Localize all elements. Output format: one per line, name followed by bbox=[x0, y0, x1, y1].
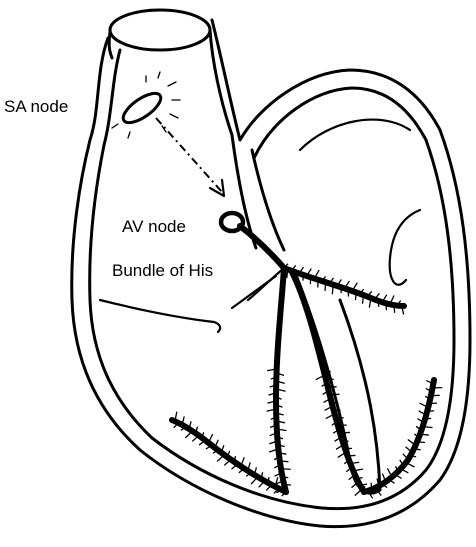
sa-to-av-arrow bbox=[156, 118, 222, 192]
purkinje-hair bbox=[423, 427, 432, 428]
purkinje-hair bbox=[410, 456, 415, 457]
right-atrium-boundary bbox=[100, 300, 220, 332]
aorta-opening bbox=[110, 10, 210, 50]
mitral-valve-flap bbox=[390, 210, 420, 285]
purkinje-hair bbox=[420, 434, 428, 435]
atrial-septum-inner bbox=[252, 150, 284, 250]
purkinje-hair bbox=[425, 418, 430, 419]
purkinje-hair bbox=[348, 455, 355, 456]
left-bundle-branch-posterior bbox=[292, 272, 364, 492]
aorta-right-wall bbox=[210, 30, 232, 135]
purkinje-hair bbox=[364, 487, 365, 492]
purkinje-hair bbox=[417, 442, 424, 443]
purkinje-hair bbox=[414, 449, 420, 450]
purkinje-hair bbox=[325, 282, 326, 290]
purkinje-hair bbox=[280, 461, 288, 462]
purkinje-fiber-texture bbox=[174, 264, 442, 498]
bundle-of-his-label: Bundle of His bbox=[112, 261, 213, 280]
purkinje-hair bbox=[287, 269, 288, 277]
sa-node-spark-lines bbox=[112, 72, 180, 138]
purkinje-hair bbox=[268, 478, 269, 483]
purkinje-hair bbox=[332, 402, 338, 403]
sa-node-label: SA node bbox=[4, 97, 68, 116]
purkinje-hair bbox=[284, 484, 290, 485]
purkinje-hair bbox=[340, 432, 349, 433]
left-atrium-wall bbox=[300, 120, 410, 150]
branch-left-short-2 bbox=[232, 276, 276, 308]
av-node-label: AV node bbox=[122, 217, 186, 236]
purkinje-hair bbox=[332, 285, 333, 294]
purkinje-hair bbox=[394, 305, 395, 312]
